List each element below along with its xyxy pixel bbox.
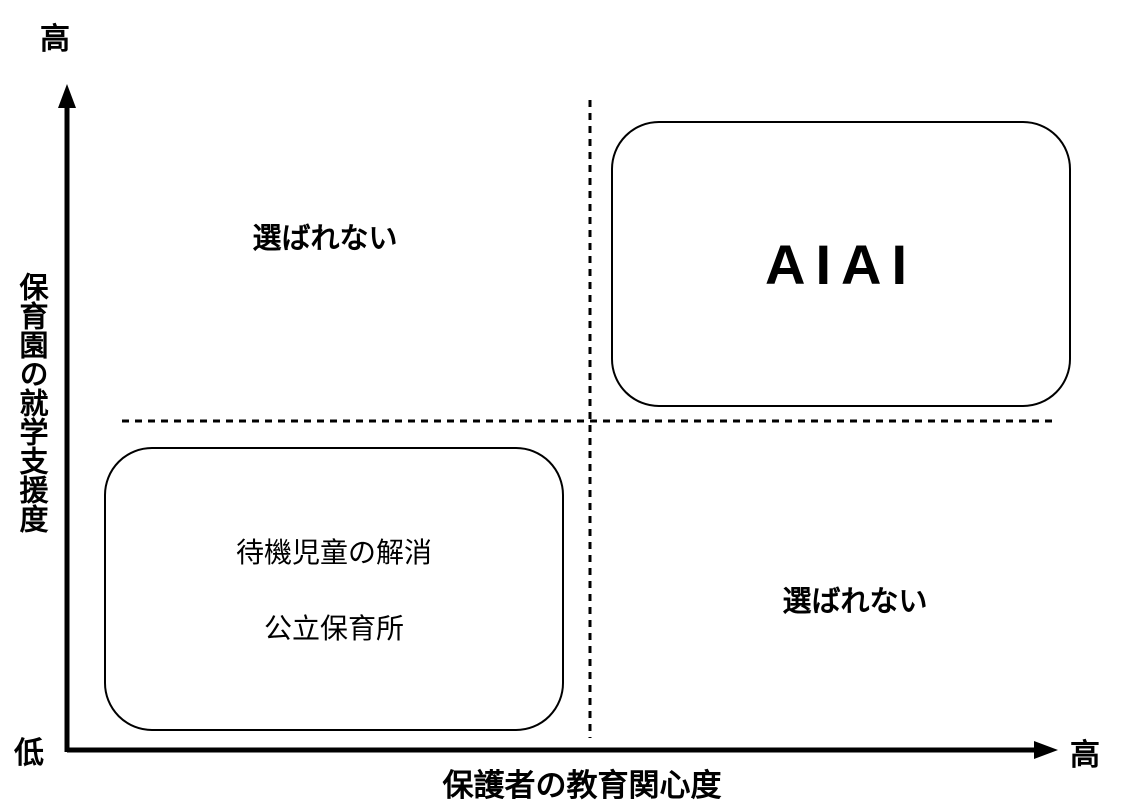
public-nursery-box: 待機児童の解消 公立保育所 [104,447,564,731]
x-axis-high-label: 高 [1070,738,1100,773]
public-nursery-line1: 待機児童の解消 [235,536,432,569]
y-axis-low-label: 低 [14,736,44,771]
x-axis-title: 保護者の教育関心度 [442,768,722,804]
quadrant-top-left-label: 選ばれない [252,221,398,255]
x-axis-arrowhead [1034,741,1058,759]
aiai-logo: AIAI [765,232,917,296]
quadrant-bottom-right-label: 選ばれない [782,584,928,618]
public-nursery-line2: 公立保育所 [263,612,404,645]
y-axis-high-label: 高 [40,22,70,57]
y-axis-title: 保育園の就学支援度 [15,272,49,533]
aiai-box: AIAI [611,121,1071,407]
y-axis-arrowhead [58,84,76,108]
